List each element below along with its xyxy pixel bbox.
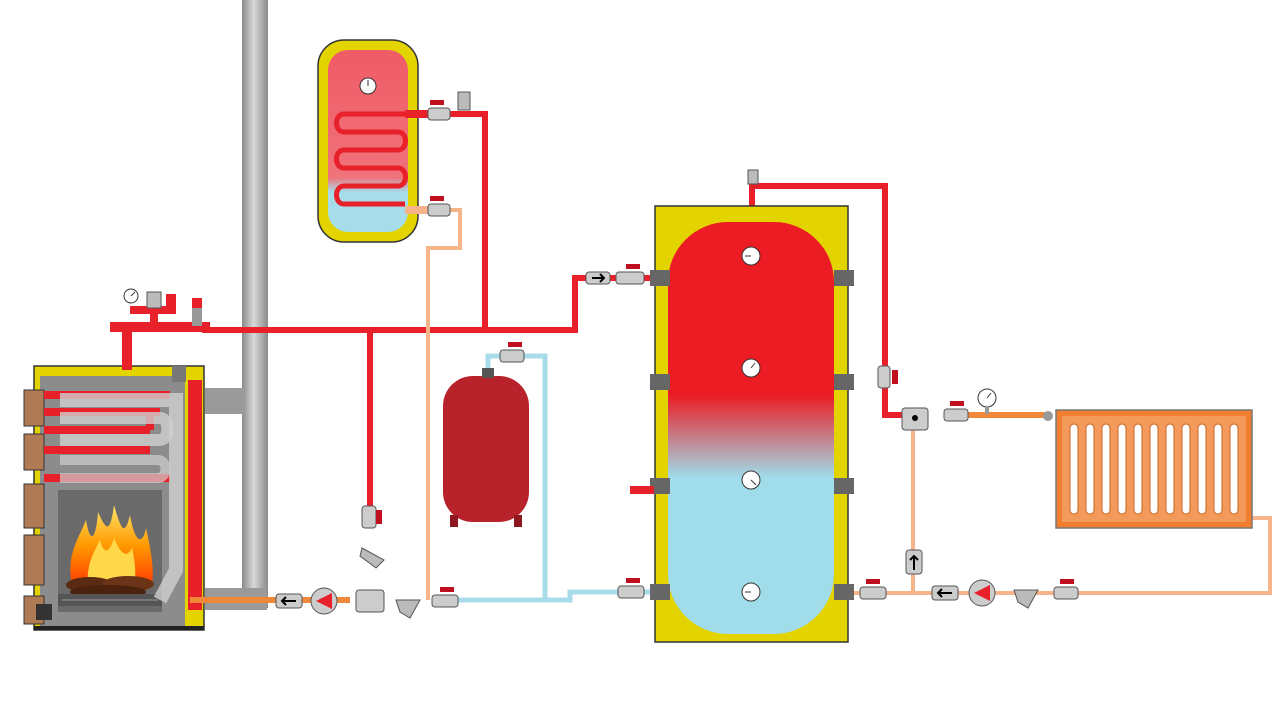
ball-valve-icon [859, 586, 887, 600]
coil-icon [334, 111, 408, 207]
expansion-tank [443, 342, 529, 527]
three-way-valve-icon [355, 589, 385, 613]
solid-fuel-boiler [23, 365, 205, 631]
pump-icon [316, 593, 332, 609]
buffer-tank [585, 169, 854, 643]
indirect-water-heater [317, 39, 471, 243]
fire-icon [66, 505, 154, 599]
pressure-gauge-icon [123, 288, 139, 304]
radiator-fins [1069, 423, 1239, 515]
ball-valve-icon [427, 203, 451, 217]
safety-valve-icon [192, 306, 202, 326]
thermometer-icon [741, 246, 761, 602]
dhw-return-pipe [426, 208, 1272, 600]
heating-circuit [859, 365, 997, 601]
ball-valve-icon [1053, 586, 1079, 600]
strainer-icon [359, 547, 385, 569]
strainer-icon [1013, 589, 1039, 609]
boiler-circulation-pump [275, 587, 338, 615]
air-vent-icon [457, 91, 471, 111]
thermometer-icon [359, 77, 377, 95]
pump-icon [974, 585, 990, 601]
heating-circulation-pump [968, 579, 1079, 609]
radiator [1043, 409, 1253, 529]
ball-valve-icon [499, 349, 525, 363]
ball-valve-icon [617, 585, 645, 599]
air-vent-icon [747, 169, 759, 185]
chimney [205, 0, 268, 610]
strainer-icon [395, 599, 421, 619]
pressure-gauge-icon [977, 388, 997, 414]
air-vent-icon [146, 291, 162, 309]
ball-valve-icon [431, 594, 459, 608]
ball-valve-icon [615, 271, 645, 285]
ball-valve-icon [877, 365, 891, 389]
safety-group [110, 288, 210, 370]
ball-valve-icon [943, 408, 969, 422]
ball-valve-icon [427, 107, 451, 121]
ball-valve-icon [361, 505, 377, 529]
mixing-valve [355, 505, 459, 619]
